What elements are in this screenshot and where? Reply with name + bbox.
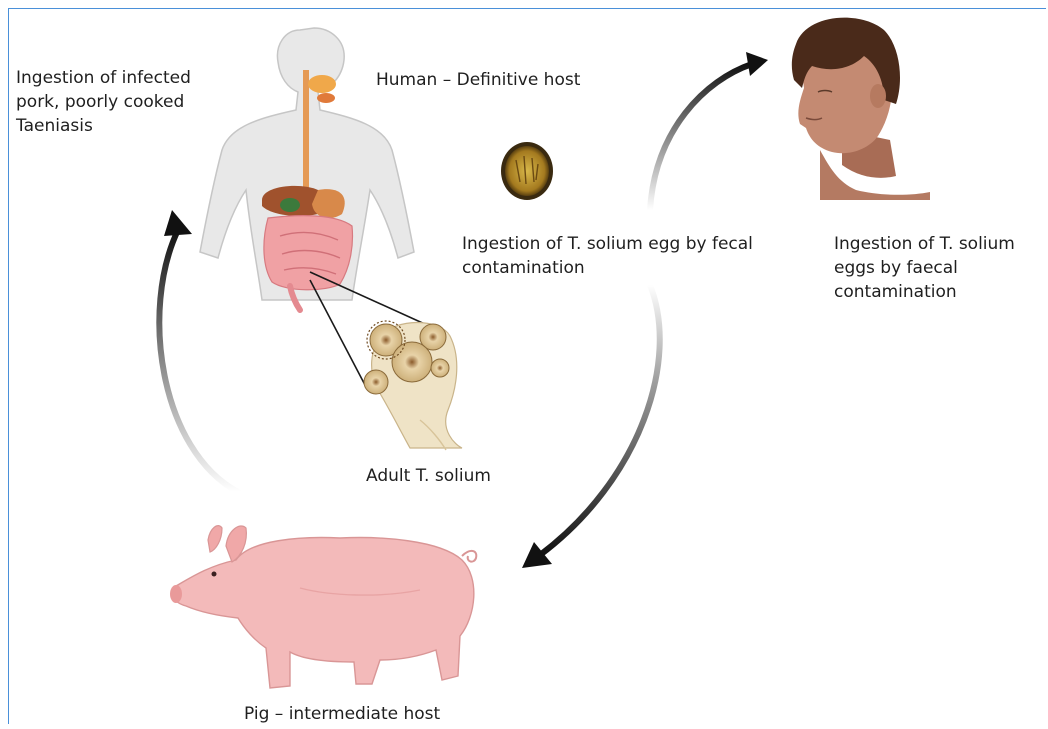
egg-ingestion-center-label: Ingestion of T. solium egg by fecal cont… (462, 232, 753, 280)
arrow-pig-to-human (159, 210, 238, 492)
arrow-egg-to-human (650, 52, 768, 210)
pig-icon (170, 526, 476, 688)
egg-ingestion-right-label: Ingestion of T. solium eggs by faecal co… (834, 232, 1015, 304)
pig-host-label: Pig – intermediate host (244, 702, 440, 726)
tapeworm-scolex-icon (364, 321, 462, 450)
man-head-icon (792, 18, 930, 200)
tapeworm-egg-icon (501, 142, 553, 200)
adult-worm-label: Adult T. solium (366, 464, 491, 488)
pork-ingestion-label: Ingestion of infected pork, poorly cooke… (16, 66, 191, 138)
human-host-label: Human – Definitive host (376, 68, 580, 92)
arrow-to-pig (522, 285, 660, 568)
